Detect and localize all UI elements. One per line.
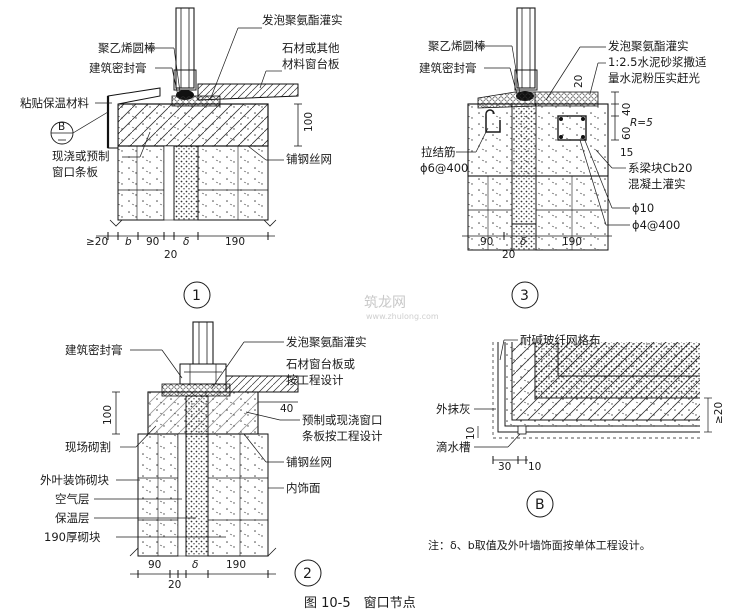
label-foam-3: 发泡聚氨酯灌实 (608, 39, 689, 53)
detail-number-1: 1 (192, 288, 201, 304)
label-sealant-2: 建筑密封膏 (65, 343, 123, 357)
detail-number-2-circle (294, 559, 322, 587)
window-frame-3 (514, 7, 538, 101)
dim-10-b: 10 (465, 427, 477, 440)
dim-ge20: ≥20 (86, 236, 108, 248)
dim-40-2: 40 (280, 403, 293, 415)
label-block-2: 混凝土灌实 (628, 177, 686, 191)
label-mortar-2: 量水泥粉压实赶光 (608, 71, 700, 85)
labels-3: 聚乙烯圆棒 建筑密封膏 发泡聚氨酯灌实 1:2.5水泥砂浆撒适 量水泥粉压实赶光… (419, 39, 707, 232)
label-sill-2b: 按工程设计 (286, 373, 344, 387)
dim-100-text: 100 (303, 112, 315, 132)
bottom-dims-1: ≥20 b 90 δ 190 20 (86, 232, 275, 261)
tie-beam-block (467, 103, 609, 177)
label-render: 外抹灰 (436, 402, 471, 416)
label-rod: 聚乙烯圆棒 (98, 41, 156, 55)
dim-delta-2: δ (192, 559, 198, 571)
label-inner-finish: 内饰面 (286, 481, 321, 495)
detail-number-3: 3 (520, 288, 529, 304)
dim-delta-3: δ (520, 236, 526, 248)
label-sill-2: 材料窗台板 (282, 57, 340, 71)
label-phi4: ϕ4@400 (632, 218, 680, 232)
dim-b: b (125, 236, 132, 248)
watermark-main: 筑龙网 (364, 295, 406, 311)
label-foam: 发泡聚氨酯灌实 (262, 13, 343, 27)
dim-20: 20 (164, 249, 177, 261)
label-air: 空气层 (55, 492, 90, 506)
label-drip: 滴水槽 (436, 440, 471, 454)
detail-2: 100 40 90 δ 190 20 建筑密封膏 发泡聚氨酯灌实 (40, 321, 383, 591)
dim-15: 15 (620, 147, 633, 159)
label-sealant: 建筑密封膏 (89, 61, 147, 75)
detail-number-1-circle (183, 281, 211, 309)
detail-b-circle (526, 490, 554, 518)
insulation-core-3 (511, 103, 537, 225)
dim-40: 40 (621, 103, 633, 116)
dim-60: 60 (621, 127, 633, 140)
detail-b: ≥20 10 30 10 耐碱玻纤网格布 外抹灰 滴水槽 B (436, 333, 725, 518)
wall-layers-2 (129, 395, 277, 557)
dims-2: 100 40 90 δ 190 20 (102, 391, 298, 591)
detail-number-b: B (535, 497, 545, 513)
dim-90-3: 90 (480, 236, 493, 248)
window-frame-2 (179, 321, 227, 385)
label-r5: R=5 (630, 117, 653, 129)
label-foam-2: 发泡聚氨酯灌实 (286, 335, 367, 349)
stone-sill-board (197, 83, 299, 101)
window-frame-1 (173, 7, 197, 100)
wall-layers-3 (467, 175, 609, 251)
dim-ge20-b: ≥20 (713, 402, 725, 424)
label-mesh-2: 铺钢丝网 (286, 455, 332, 469)
label-sill-strip-2: 窗口条板 (52, 165, 98, 179)
detail-number-3-circle (511, 281, 539, 309)
side-dims-3: 20 40 60 15 R=5 (573, 75, 653, 159)
label-rod-3: 聚乙烯圆棒 (428, 39, 486, 53)
labels-2: 建筑密封膏 发泡聚氨酯灌实 石材窗台板或 按工程设计 预制或现浇窗口 条板按工程… (40, 335, 383, 544)
bottom-dims-3: 90 δ 190 20 (462, 232, 612, 261)
dim-100-1: 100 (294, 103, 315, 147)
detail-number-2: 2 (303, 566, 312, 582)
label-strip-2b: 条板按工程设计 (302, 429, 383, 443)
wall-layers-1 (109, 145, 277, 227)
label-strip-2a: 预制或现浇窗口 (302, 413, 383, 427)
note: 注：δ、b取值及外叶墙饰面按单体工程设计。 (428, 538, 651, 552)
label-insul: 保温层 (55, 511, 90, 525)
label-tie-1: 拉结筋 (421, 145, 456, 159)
label-sill-2a: 石材窗台板或 (286, 357, 355, 371)
label-mesh-b: 耐碱玻纤网格布 (520, 333, 601, 347)
label-sealant-3: 建筑密封膏 (419, 61, 477, 75)
labels-1: 聚乙烯圆棒 建筑密封膏 粘贴保温材料 发泡聚氨酯灌实 石材或其他 材料窗台板 现… (20, 13, 343, 179)
label-sill-1: 石材或其他 (282, 41, 340, 55)
label-insulation-tape: 粘贴保温材料 (20, 96, 89, 110)
label-outer-block: 外叶装饰砌块 (40, 473, 109, 487)
dim-20-2: 20 (168, 579, 181, 591)
dim-190-2: 190 (226, 559, 246, 571)
label-block-1: 系梁块Cb20 (628, 161, 692, 175)
dim-100-2: 100 (102, 405, 114, 425)
label-mesh: 铺钢丝网 (286, 152, 332, 166)
dim-90: 90 (146, 236, 159, 248)
detail-3: 20 40 60 15 R=5 90 δ 190 20 聚乙烯圆棒 建 (419, 7, 707, 309)
label-mortar-1: 1:2.5水泥砂浆撒适 (608, 55, 707, 69)
dim-20-top: 20 (573, 75, 585, 88)
dim-190: 190 (225, 236, 245, 248)
dim-190-3: 190 (562, 236, 582, 248)
label-phi10: ϕ10 (632, 201, 654, 215)
ref-b-text: B (58, 121, 65, 133)
figure-caption: 图 10-5 窗口节点 (304, 595, 416, 611)
watermark-url: www.zhulong.com (366, 312, 439, 321)
label-sill-strip-1: 现浇或预制 (52, 149, 110, 163)
dim-10b-b: 10 (528, 461, 541, 473)
dim-30-b: 30 (498, 461, 511, 473)
label-cut: 现场砌割 (65, 440, 111, 454)
label-tie-2: ϕ6@400 (420, 161, 468, 175)
label-block190: 190厚砌块 (44, 530, 101, 544)
dim-delta: δ (183, 236, 189, 248)
dim-90-2: 90 (148, 559, 161, 571)
dim-20-3: 20 (502, 249, 515, 261)
detail-1: 100 ≥20 b 90 δ 190 20 聚乙烯圆棒 (20, 7, 343, 309)
